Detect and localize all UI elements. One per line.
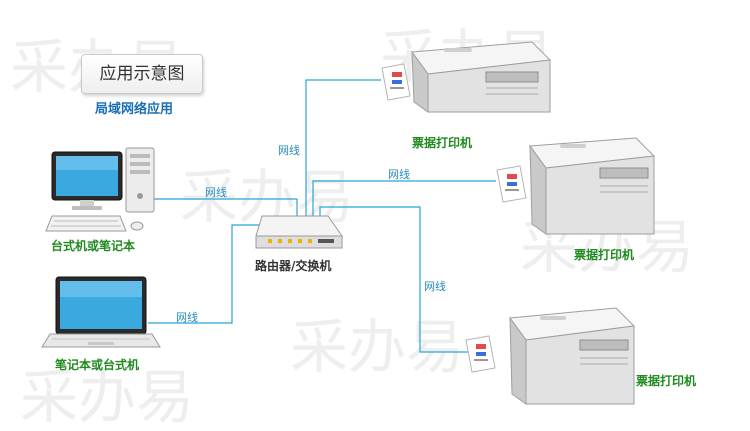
page-subtitle: 局域网络应用 [95,102,174,117]
wire-router-printer-1 [305,79,381,216]
wire-label-router-printer-3: 网线 [424,280,446,293]
wire-desktop-router [152,198,298,216]
printer-3-label: 票据打印机 [636,374,697,388]
printer-1-label: 票据打印机 [412,136,473,150]
wire-label-laptop-router: 网线 [176,311,198,324]
wire-label-desktop-router: 网线 [205,186,227,199]
wire-router-printer-2 [312,180,496,216]
page-title: 应用示意图 [81,54,203,94]
wire-label-router-printer-2: 网线 [388,168,410,181]
watermark-text: 采办易 [20,363,195,431]
printer-2-label: 票据打印机 [574,248,635,262]
wire-router-printer-3 [319,206,468,353]
watermark-text: 采办易 [290,313,465,381]
wire-laptop-router [148,224,259,324]
desktop-label: 台式机或笔记本 [51,239,136,253]
wire-label-router-printer-1: 网线 [278,144,300,157]
laptop-label: 笔记本或台式机 [55,358,140,372]
router-label: 路由器/交换机 [255,259,332,273]
